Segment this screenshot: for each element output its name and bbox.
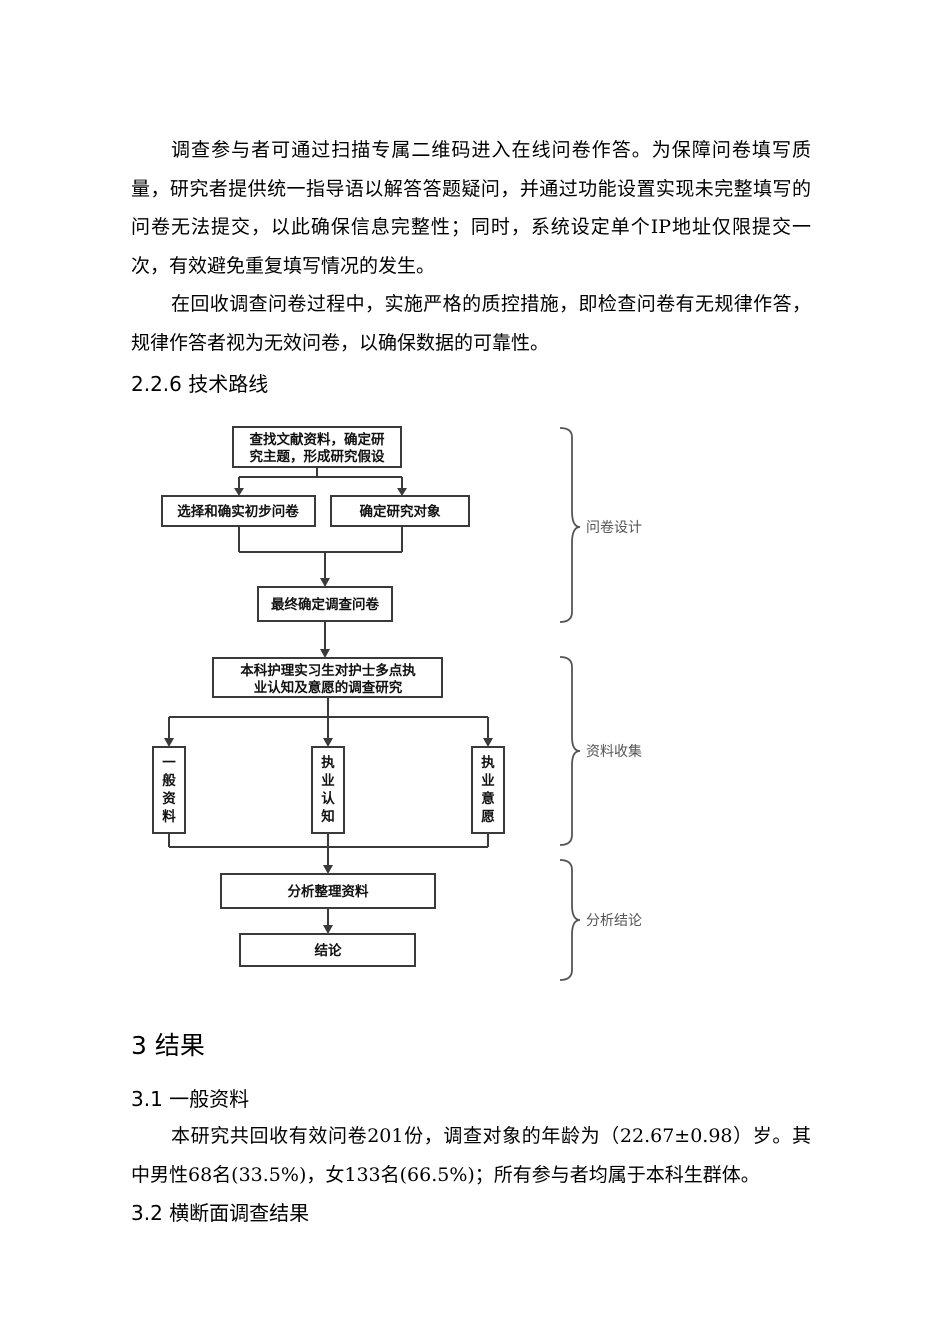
flow-box-conclusion-label: 结论 bbox=[315, 942, 342, 959]
technical-route-flowchart: 查找文献资料，确定研 究主题，形成研究假设 选择和确实初步问卷 确定研究对象 最… bbox=[152, 426, 642, 981]
flow-box-research-subjects bbox=[330, 495, 470, 527]
flow-box-practice-cognition bbox=[311, 746, 345, 834]
flow-col3-char1: 执 bbox=[481, 754, 495, 771]
brace-questionnaire-design bbox=[559, 427, 581, 623]
flow-col2-char4: 知 bbox=[321, 808, 335, 825]
flow-col2-char3: 认 bbox=[321, 790, 335, 807]
flow-col3-char3: 意 bbox=[481, 790, 495, 807]
flow-col2-char1: 执 bbox=[321, 754, 335, 771]
flow-box-data-analysis-label: 分析整理资料 bbox=[288, 883, 369, 900]
flow-box-literature-line2: 究主题，形成研究假设 bbox=[250, 448, 385, 465]
flow-col3-char4: 愿 bbox=[481, 809, 495, 825]
flow-col2-char2: 业 bbox=[321, 773, 335, 789]
flow-box-final-questionnaire bbox=[257, 586, 393, 622]
heading-results: 3 结果 bbox=[131, 1031, 205, 1060]
stage-analysis-conclusion: 分析结论 bbox=[586, 913, 642, 929]
flow-box-preliminary-questionnaire-label: 选择和确实初步问卷 bbox=[177, 503, 299, 520]
flow-col3-char2: 业 bbox=[481, 773, 495, 789]
stage-data-collection: 资料收集 bbox=[586, 743, 642, 760]
brace-analysis-conclusion bbox=[559, 859, 581, 981]
flow-col1-char3: 资 bbox=[162, 790, 176, 807]
paragraph-survey-method: 调查参与者可通过扫描专属二维码进入在线问卷作答。为保障问卷填写质量，研究者提供统… bbox=[131, 139, 811, 277]
flow-col1-char1: 一 bbox=[162, 755, 176, 771]
flow-box-research-subjects-label: 确定研究对象 bbox=[360, 503, 441, 520]
heading-cross-sectional: 3.2 横断面调查结果 bbox=[131, 1201, 310, 1225]
stage-questionnaire-design: 问卷设计 bbox=[586, 520, 642, 536]
flow-box-study-topic-line2: 业认知及意愿的调查研究 bbox=[254, 679, 403, 696]
flow-box-practice-willingness bbox=[471, 746, 505, 834]
flow-col1-char2: 般 bbox=[162, 772, 176, 789]
flow-col1-char4: 料 bbox=[162, 808, 176, 825]
paragraph-quality-control: 在回收调查问卷过程中，实施严格的质控措施，即检查问卷有无规律作答，规律作答者视为… bbox=[131, 293, 811, 354]
flow-box-study-topic-line1: 本科护理实习生对护士多点执 bbox=[240, 662, 416, 679]
heading-general-info: 3.1 一般资料 bbox=[131, 1087, 250, 1111]
flow-box-literature bbox=[232, 426, 402, 468]
flow-box-final-questionnaire-label: 最终确定调查问卷 bbox=[271, 596, 379, 613]
brace-data-collection bbox=[559, 656, 581, 846]
paragraph-general-info: 本研究共回收有效问卷201份，调查对象的年龄为（22.67±0.98）岁。其中男… bbox=[131, 1125, 811, 1186]
heading-technical-route: 2.2.6 技术路线 bbox=[131, 372, 269, 396]
flow-box-literature-line1: 查找文献资料，确定研 bbox=[250, 431, 385, 448]
flow-box-conclusion bbox=[239, 933, 416, 967]
flow-box-data-analysis bbox=[220, 873, 436, 909]
